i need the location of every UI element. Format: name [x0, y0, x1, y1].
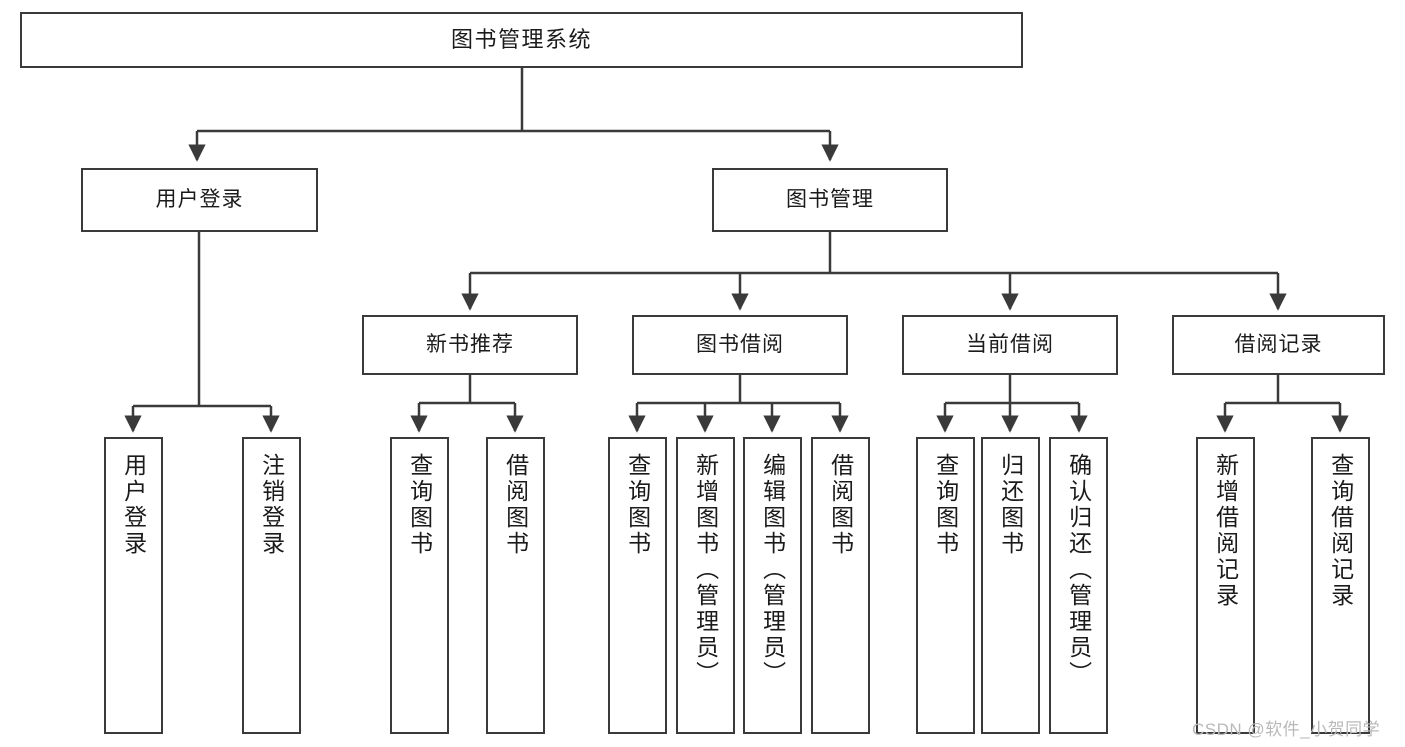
node-root-system[interactable]: 图书管理系统 — [20, 12, 1023, 68]
node-label: 借阅图书 — [502, 453, 529, 557]
node-label: 确认归还（管理员） — [1065, 453, 1092, 687]
node-label: 借阅记录 — [1234, 332, 1323, 356]
node-label: 新书推荐 — [426, 332, 514, 356]
node-current-borrow[interactable]: 当前借阅 — [902, 315, 1118, 375]
node-label: 新增借阅记录 — [1212, 453, 1239, 609]
node-leaf-user-login[interactable]: 用户登录 — [104, 437, 163, 734]
node-leaf-query-book-1[interactable]: 查询图书 — [390, 437, 449, 734]
node-label: 查询图书 — [932, 453, 959, 557]
node-label: 用户登录 — [120, 453, 147, 557]
node-leaf-add-book[interactable]: 新增图书（管理员） — [676, 437, 735, 734]
node-new-book-recommend[interactable]: 新书推荐 — [362, 315, 578, 375]
node-label: 编辑图书（管理员） — [759, 453, 786, 687]
node-borrow-record[interactable]: 借阅记录 — [1172, 315, 1385, 375]
node-leaf-logout-login[interactable]: 注销登录 — [242, 437, 301, 734]
node-label: 归还图书 — [997, 453, 1024, 557]
node-leaf-confirm-return[interactable]: 确认归还（管理员） — [1049, 437, 1108, 734]
node-label: 新增图书（管理员） — [692, 453, 719, 687]
node-label: 图书管理 — [786, 187, 874, 211]
node-leaf-return-book[interactable]: 归还图书 — [981, 437, 1040, 734]
node-user-login[interactable]: 用户登录 — [81, 168, 318, 232]
node-label: 图书借阅 — [696, 332, 784, 356]
csdn-watermark: CSDN @软件_小贺同学 — [1192, 720, 1381, 739]
node-leaf-add-record[interactable]: 新增借阅记录 — [1196, 437, 1255, 734]
node-label: 注销登录 — [258, 453, 285, 557]
node-leaf-borrow-book-1[interactable]: 借阅图书 — [486, 437, 545, 734]
node-label: 查询图书 — [406, 453, 433, 557]
node-book-borrow[interactable]: 图书借阅 — [632, 315, 848, 375]
node-leaf-query-record[interactable]: 查询借阅记录 — [1311, 437, 1370, 734]
node-label: 借阅图书 — [827, 453, 854, 557]
node-label: 图书管理系统 — [450, 27, 592, 53]
node-leaf-edit-book[interactable]: 编辑图书（管理员） — [743, 437, 802, 734]
node-label: 当前借阅 — [966, 332, 1054, 356]
node-label: 查询借阅记录 — [1327, 453, 1354, 609]
node-leaf-query-book-3[interactable]: 查询图书 — [916, 437, 975, 734]
node-label: 查询图书 — [624, 453, 651, 557]
node-book-management[interactable]: 图书管理 — [712, 168, 948, 232]
node-label: 用户登录 — [155, 187, 244, 211]
node-leaf-query-book-2[interactable]: 查询图书 — [608, 437, 667, 734]
node-leaf-borrow-book-2[interactable]: 借阅图书 — [811, 437, 870, 734]
